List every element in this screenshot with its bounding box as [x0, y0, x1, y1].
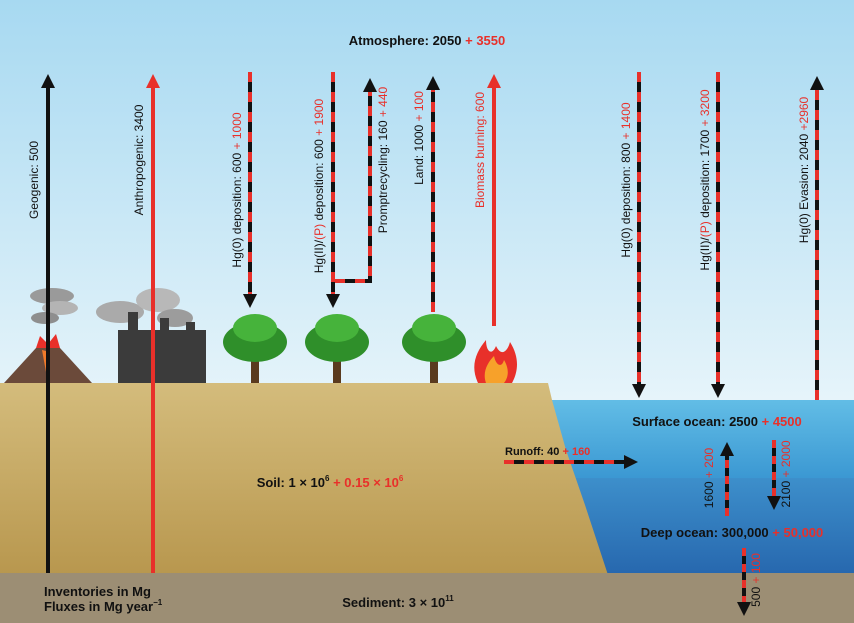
tree-icon-1 [223, 314, 287, 383]
burial-arrow [737, 548, 751, 616]
deep-ocean-label: Deep ocean: 300,000 + 50,000 [641, 525, 824, 540]
tree-icon-3 [402, 314, 466, 383]
prompt-recycling-arrow [335, 78, 377, 283]
runoff-label: Runoff: 40 + 160 [505, 446, 590, 458]
ocean-evasion-arrow [810, 76, 824, 400]
legend-inventories: Inventories in Mg [44, 584, 151, 599]
soil-label: Soil: 1 × 106 + 0.15 × 106 [257, 469, 404, 490]
land-evasion-label: Land: 1000 + 100 [412, 91, 426, 185]
land-hg0-deposition-label: Hg(0) deposition: 600 + 1000 [230, 112, 244, 267]
biomass-burning-label: Biomass burning: 600 [473, 92, 487, 208]
anthropogenic-flux-label: Anthropogenic: 3400 [132, 104, 146, 215]
upwelling-label: 1600 + 200 [702, 447, 716, 508]
downwelling-label: 2100 + 2000 [779, 440, 793, 507]
ocean-hgii-deposition-label: Hg(II)/(P) deposition: 1700 + 3200 [698, 89, 712, 270]
biomass-burning-arrow [487, 74, 501, 326]
factory-icon [96, 288, 206, 383]
upwelling-arrow [720, 442, 734, 516]
legend-fluxes: Fluxes in Mg year−1 [44, 598, 163, 614]
surface-ocean-label: Surface ocean: 2500 + 4500 [632, 414, 802, 429]
runoff-arrow [504, 455, 638, 469]
surface-ocean [540, 400, 854, 480]
geogenic-flux-arrow [41, 74, 55, 573]
geogenic-flux-label: Geogenic: 500 [27, 141, 41, 219]
atmosphere-label: Atmosphere: 2050 + 3550 [349, 33, 505, 48]
land-hgii-deposition-label: Hg(II)/(P) deposition: 600 + 1900 [312, 98, 326, 273]
burial-label: 500 + 100 [749, 553, 763, 607]
land-hgii-deposition-arrow [326, 72, 340, 308]
ocean-hg0-deposition-arrow [632, 72, 646, 398]
land-evasion-arrow [426, 76, 440, 312]
anthropogenic-flux-arrow [146, 74, 160, 573]
ocean-evasion-label: Hg(0) Evasion: 2040 +2960 [797, 96, 811, 243]
ocean-hg0-deposition-label: Hg(0) deposition: 800 + 1400 [619, 102, 633, 257]
ocean-hgii-deposition-arrow [711, 72, 725, 398]
prompt-recycling-label: Promptrecycling: 160 + 440 [376, 86, 390, 233]
sediment-region [0, 573, 854, 623]
land-hg0-deposition-arrow [243, 72, 257, 308]
downwelling-arrow [767, 440, 781, 510]
tree-icon-2 [305, 314, 369, 383]
sediment-label: Sediment: 3 × 1011 [342, 594, 454, 610]
fire-icon [474, 340, 517, 383]
